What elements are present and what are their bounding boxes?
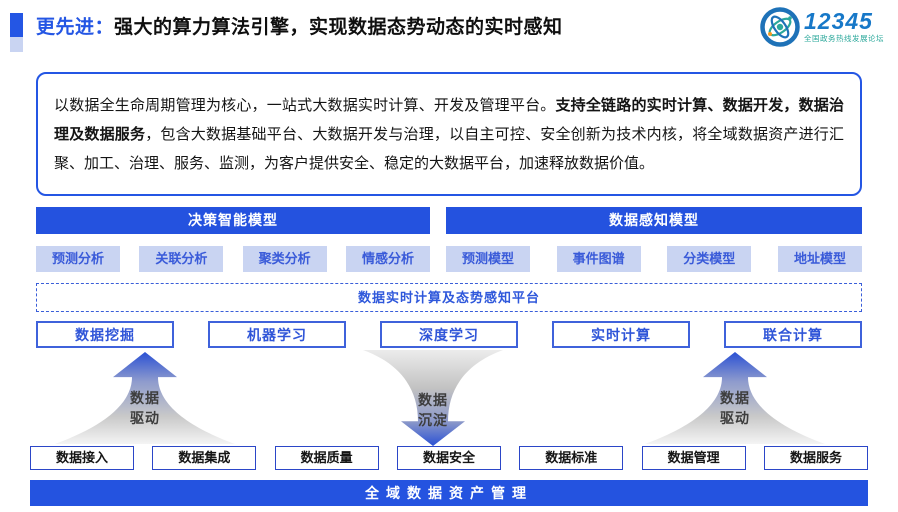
chip-prediction-model: 预测模型 [446, 246, 530, 272]
box-data-integration: 数据集成 [152, 446, 257, 470]
compute-row: 数据挖掘 机器学习 深度学习 实时计算 联合计算 [36, 321, 862, 348]
title-bullet-top [10, 13, 23, 37]
box-data-standard: 数据标准 [519, 446, 624, 470]
box-data-mining: 数据挖掘 [36, 321, 174, 348]
arrow-up-data-driven-right: 数据 驱动 [645, 352, 825, 444]
arrow-label-line1: 数据 [130, 390, 160, 406]
arrow-label-line2: 驱动 [130, 410, 160, 426]
chip-association-analysis: 关联分析 [139, 246, 224, 272]
intro-box: 以数据全生命周期管理为核心，一站式大数据实时计算、开发及管理平台。支持全链路的实… [36, 72, 862, 196]
intro-paragraph: 以数据全生命周期管理为核心，一站式大数据实时计算、开发及管理平台。支持全链路的实… [54, 91, 844, 178]
arrow-label-line2: 沉淀 [418, 412, 448, 428]
box-machine-learning: 机器学习 [208, 321, 346, 348]
box-data-security: 数据安全 [396, 446, 501, 470]
box-data-service: 数据服务 [763, 446, 868, 470]
logo-badge-icon [760, 7, 800, 47]
arrow-label: 数据 沉淀 [363, 390, 503, 430]
arrow-label: 数据 驱动 [645, 388, 825, 428]
chip-classification-model: 分类模型 [667, 246, 752, 272]
arrow-label: 数据 驱动 [55, 388, 235, 428]
foundation-row: 数据接入 数据集成 数据质量 数据安全 数据标准 数据管理 数据服务 [30, 446, 868, 470]
title-highlight: 更先进： [36, 17, 115, 38]
box-data-quality: 数据质量 [274, 446, 379, 470]
box-data-access: 数据接入 [30, 446, 134, 470]
group-header-decision: 决策智能模型 [36, 207, 430, 234]
intro-text-before: 以数据全生命周期管理为核心，一站式大数据实时计算、开发及管理平台。 [54, 97, 556, 114]
chip-sentiment-analysis: 情感分析 [345, 246, 430, 272]
title-bullet-icon [10, 13, 23, 52]
logo-text: 12345 全国政务热线发展论坛 [804, 10, 884, 44]
intro-text-after: ，包含大数据基础平台、大数据开发与治理，以自主可控、安全创新为技术内核，将全域数… [54, 126, 844, 172]
arrow-down-data-settling: 数据 沉淀 [363, 350, 503, 446]
chip-row-perception: 预测模型 事件图谱 分类模型 地址模型 [446, 246, 862, 272]
box-federated-compute: 联合计算 [724, 321, 862, 348]
box-realtime-compute: 实时计算 [552, 321, 690, 348]
platform-bar: 数据实时计算及态势感知平台 [36, 283, 862, 312]
box-deep-learning: 深度学习 [380, 321, 518, 348]
box-data-management: 数据管理 [641, 446, 746, 470]
logo-number: 12345 [804, 8, 873, 34]
arrow-label-line1: 数据 [418, 392, 448, 408]
page-title: 更先进：强大的算力算法引擎，实现数据态势动态的实时感知 [36, 12, 563, 39]
group-header-perception: 数据感知模型 [446, 207, 862, 234]
up-arrow-icon [645, 352, 825, 444]
chip-event-graph: 事件图谱 [556, 246, 641, 272]
logo-subtitle: 全国政务热线发展论坛 [804, 34, 884, 43]
chip-cluster-analysis: 聚类分析 [242, 246, 327, 272]
title-rest: 强大的算力算法引擎，实现数据态势动态的实时感知 [114, 17, 563, 38]
arrow-up-data-driven-left: 数据 驱动 [55, 352, 235, 444]
arrow-label-line2: 驱动 [720, 410, 750, 426]
logo: 12345 全国政务热线发展论坛 [760, 7, 884, 47]
bottom-bar-asset-management: 全域数据资产管理 [30, 480, 868, 506]
chip-predictive-analysis: 预测分析 [36, 246, 120, 272]
up-arrow-icon [55, 352, 235, 444]
chip-address-model: 地址模型 [777, 246, 862, 272]
chip-row-decision: 预测分析 关联分析 聚类分析 情感分析 [36, 246, 430, 272]
arrow-label-line1: 数据 [720, 390, 750, 406]
down-arrow-icon [363, 350, 503, 446]
intro-text-bold: 支持全链路的实时计算、数据开发，数据治理及数据服务 [54, 97, 844, 143]
title-bullet-bottom [10, 37, 23, 52]
